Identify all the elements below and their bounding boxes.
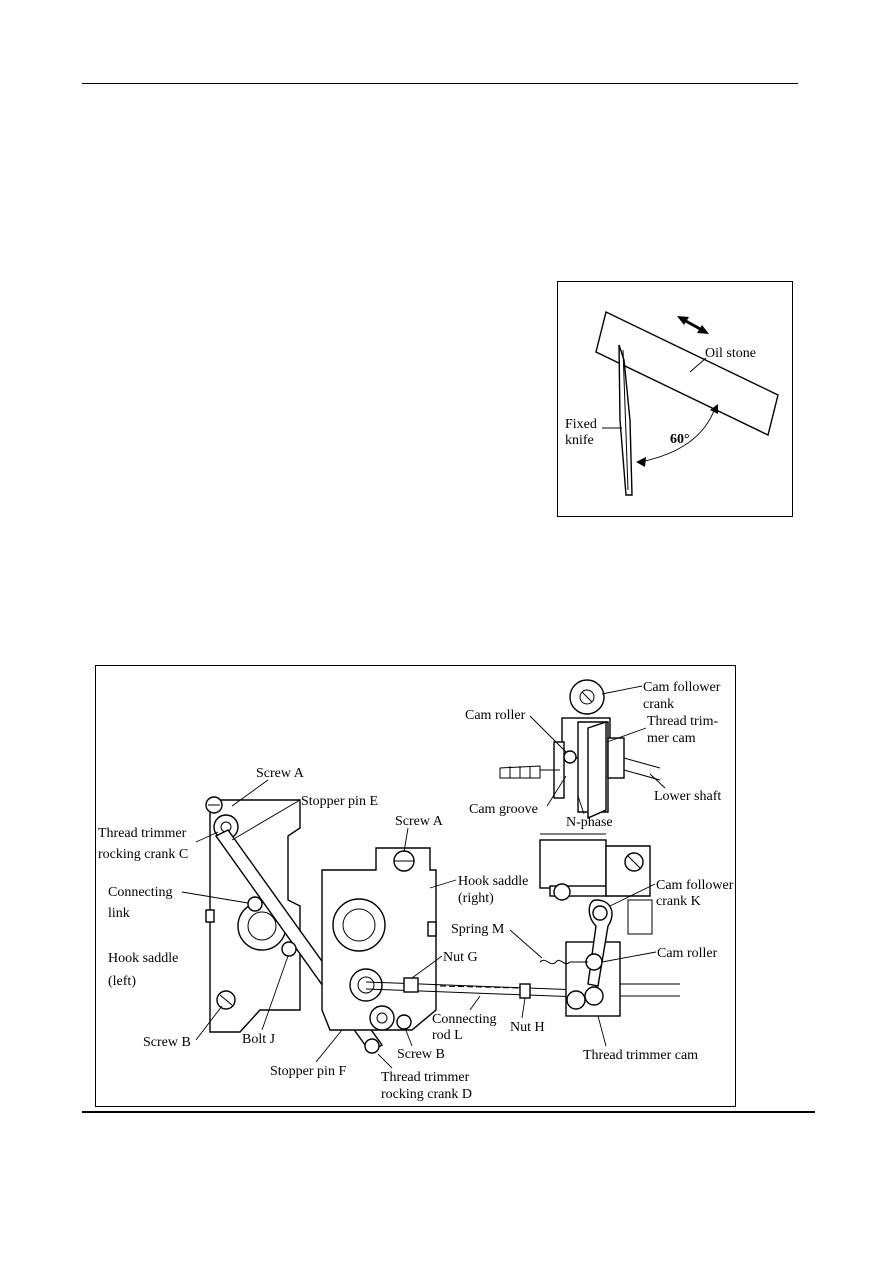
lower-shaft-label: Lower shaft xyxy=(654,789,721,804)
bolt-j-label: Bolt J xyxy=(242,1032,276,1047)
cam-groove-label: Cam groove xyxy=(469,802,538,817)
header-rule xyxy=(82,83,798,84)
screw-a-left-label: Screw A xyxy=(256,766,305,781)
hook-saddle-left-label-1: Hook saddle xyxy=(108,951,178,966)
connecting-rod-label-1: Connecting xyxy=(432,1012,497,1027)
stopper-pin-e-label: Stopper pin E xyxy=(301,794,378,809)
cam-roller-bottom-label: Cam roller xyxy=(657,946,718,961)
stopper-pin-f-label: Stopper pin F xyxy=(270,1064,346,1079)
cam-inset-drawing xyxy=(499,679,661,820)
thread-trimmer-cam-top-label-1: Thread trim- xyxy=(647,714,718,729)
hook-saddle-left-label-2: (left) xyxy=(108,974,136,989)
nut-g-label: Nut G xyxy=(443,950,478,965)
hook-saddle-right-label-2: (right) xyxy=(458,891,494,906)
oil-stone-shape xyxy=(595,310,779,437)
screw-b-left-label: Screw B xyxy=(143,1035,191,1050)
rocking-crank-d-label-2: rocking crank D xyxy=(381,1087,472,1102)
n-phase-label: N-phase xyxy=(566,815,613,830)
cam-follower-mechanism-drawing xyxy=(539,833,680,1017)
fixed-knife-label-line2: knife xyxy=(565,433,594,448)
thread-trimmer-cam-top-label-2: mer cam xyxy=(647,731,696,746)
screw-a-right-label: Screw A xyxy=(395,814,444,829)
cam-roller-top-label: Cam roller xyxy=(465,708,526,723)
stroke-direction-arrow-icon xyxy=(677,316,709,334)
cam-follower-crank-k-label-1: Cam follower xyxy=(656,878,734,893)
cam-follower-crank-k-label-2: crank K xyxy=(656,894,701,909)
cam-follower-crank-label-1: Cam follower xyxy=(643,680,721,695)
fixed-knife-label-line1: Fixed xyxy=(565,417,597,432)
nut-h-label: Nut H xyxy=(510,1020,545,1035)
spring-m-label: Spring M xyxy=(451,922,505,937)
connecting-link-label-2: link xyxy=(108,906,130,921)
thread-trimmer-cam-bottom-label: Thread trimmer cam xyxy=(583,1048,698,1063)
hook-saddle-right-label-1: Hook saddle xyxy=(458,874,528,889)
oil-stone-label: Oil stone xyxy=(705,346,756,361)
fixed-knife-shape xyxy=(618,344,633,496)
screw-b-right-label: Screw B xyxy=(397,1047,445,1062)
connecting-link-label-1: Connecting xyxy=(108,885,173,900)
rocking-crank-c-label-2: rocking crank C xyxy=(98,847,188,862)
cam-follower-crank-label-2: crank xyxy=(643,697,674,712)
connecting-rod-label-2: rod L xyxy=(432,1028,463,1043)
footer-rule xyxy=(82,1111,815,1113)
rocking-crank-c-label-1: Thread trimmer xyxy=(98,826,187,841)
hook-saddle-right-drawing xyxy=(321,847,437,1031)
angle-label: 60° xyxy=(670,432,690,447)
rocking-crank-d-label-1: Thread trimmer xyxy=(381,1070,470,1085)
